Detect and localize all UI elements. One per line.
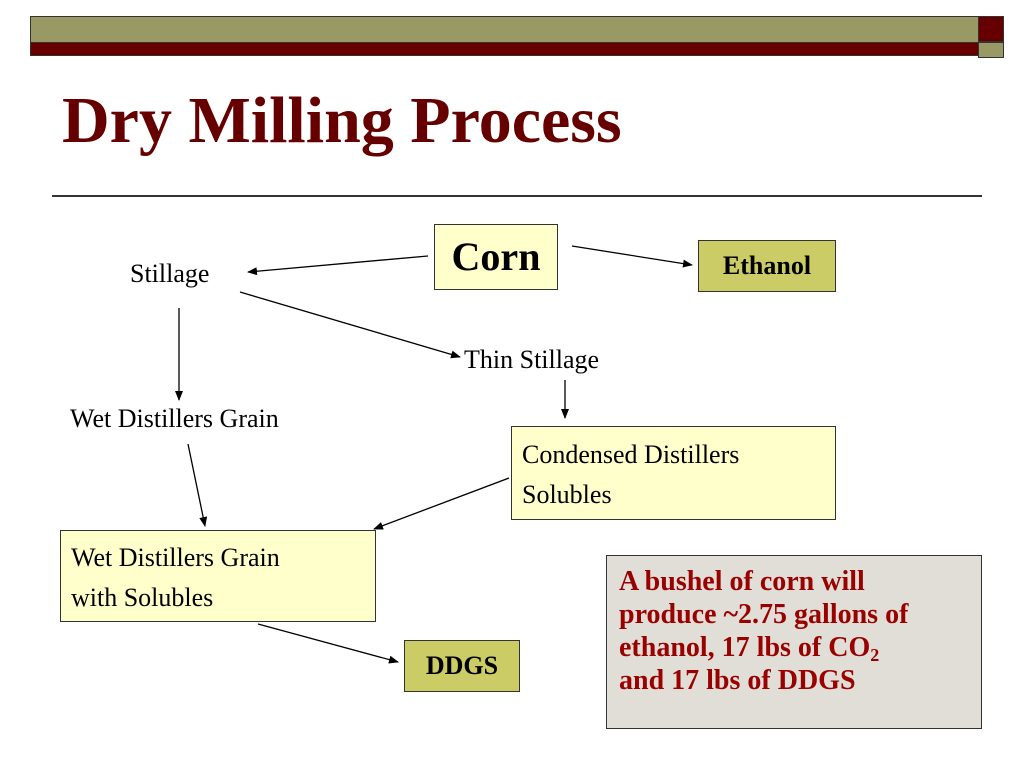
header-olive-band — [31, 17, 979, 43]
stillage-label: Stillage — [130, 259, 210, 288]
condensed-line-2: Solubles — [522, 480, 612, 510]
wdgs-line-2: with Solubles — [71, 583, 214, 613]
arrow-stillage-to-thin-stillage — [239, 291, 461, 359]
note-line-4: and 17 lbs of DDGS — [619, 665, 856, 697]
condensed-distillers-solubles-box: Condensed Distillers Solubles — [511, 426, 836, 520]
thin-stillage-label: Thin Stillage — [464, 345, 600, 374]
slide-title: Dry Milling Process — [62, 84, 622, 157]
wet-distillers-grain-with-solubles-box: Wet Distillers Grain with Solubles — [60, 530, 376, 622]
wet-distillers-grain-label: Wet Distillers Grain — [70, 404, 279, 433]
arrow-condensed-to-wdgs — [373, 477, 510, 530]
note-line-2: produce ~2.75 gallons of — [619, 599, 909, 631]
ddgs-box: DDGS — [404, 640, 520, 692]
header-bar — [30, 16, 980, 56]
condensed-line-1: Condensed Distillers — [522, 440, 740, 469]
arrow-corn-to-ethanol — [571, 245, 693, 268]
note-line-3-text: ethanol, 17 lbs of CO — [619, 632, 871, 664]
header-corner-square-bottom — [978, 42, 1004, 58]
note-line-3: ethanol, 17 lbs of CO2 — [619, 631, 969, 664]
header-maroon-band — [31, 43, 979, 55]
ethanol-box: Ethanol — [698, 240, 836, 292]
note-line-1: A bushel of corn will — [619, 566, 865, 597]
arrow-wet-distillers-grain-to-wdgs — [187, 443, 208, 527]
wdgs-line-1: Wet Distillers Grain — [71, 543, 280, 572]
title-divider — [52, 195, 982, 197]
arrow-corn-to-stillage — [247, 255, 429, 276]
header-corner-square-top — [978, 16, 1004, 42]
yield-note-box: A bushel of corn will produce ~2.75 gall… — [606, 555, 982, 729]
arrow-wdgs-to-ddgs — [257, 623, 399, 664]
corn-box: Corn — [434, 224, 558, 290]
co2-subscript: 2 — [870, 645, 880, 666]
